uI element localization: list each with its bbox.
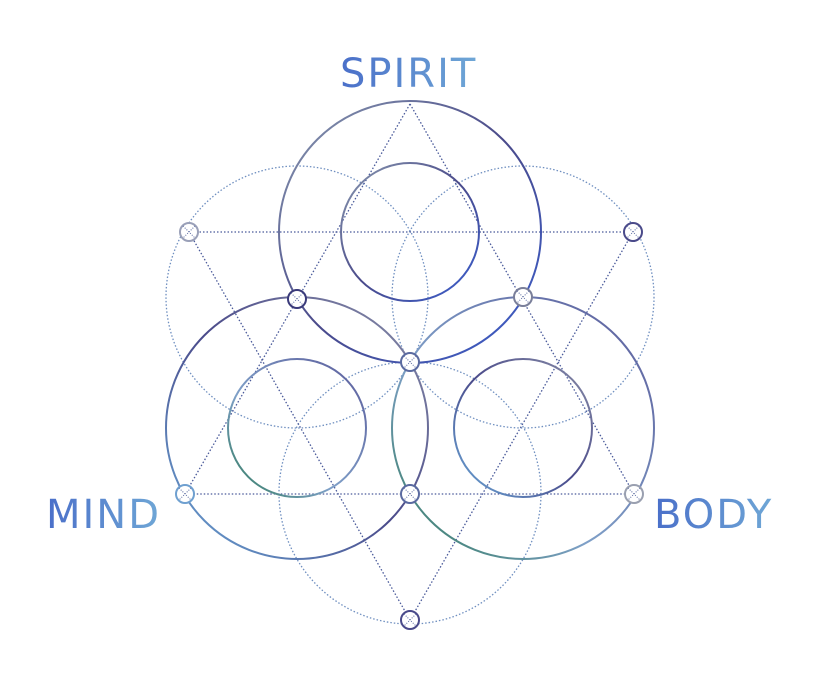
node-markers: [175, 222, 644, 630]
inner-solid-circles: [227, 162, 593, 498]
body-label: BODY: [654, 492, 774, 538]
spirit-label: SPIRIT: [340, 51, 478, 97]
dotted-outer-circles: [165, 165, 655, 625]
body-outer-circle: [391, 296, 655, 560]
body-inner-circle: [453, 358, 593, 498]
mind-inner-circle: [227, 358, 367, 498]
spirit-inner-circle: [340, 162, 480, 302]
downward-triangle: [187, 231, 635, 622]
node-crosshairs: [178, 225, 641, 627]
mind-label: MIND: [46, 492, 162, 538]
